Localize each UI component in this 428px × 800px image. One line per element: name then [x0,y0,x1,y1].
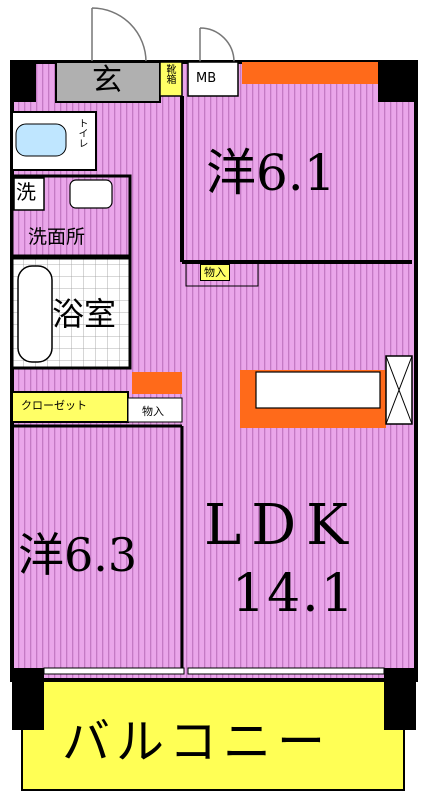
fridge-cross [385,355,413,425]
column-top-left [12,62,36,102]
western1-label: 洋6.1 [206,144,336,202]
sentaku-label: 洗 [16,180,36,204]
storage2-box [127,397,183,423]
senmen-label: 洗面所 [28,226,86,248]
western2-walls [12,424,184,668]
mb-door [199,27,235,63]
entrance-door [91,7,147,63]
bath-label: 浴室 [52,295,117,333]
ldk-size-label: 14.1 [232,564,356,624]
getabako-box [159,61,183,97]
storage2-label: 物入 [142,405,164,418]
sash-left [43,667,185,675]
western1-accent [242,62,378,84]
balcony-label: バルコニー [62,714,332,770]
mb-label: MB [196,71,217,86]
ldk-label: LDK [204,493,358,558]
storage2-accent [132,372,182,394]
getabako-label: 靴箱 [164,64,175,84]
sash-right [187,667,385,675]
storage1-door-box [185,261,259,287]
genkan-label: 玄 [92,63,122,98]
sink-fixture [69,179,113,209]
column-bottom-left [12,668,44,730]
toilet-fixture [15,123,67,157]
column-bottom-right [384,668,416,730]
genkan-area [55,61,161,103]
mb-box [187,61,239,97]
balcony-area [21,677,405,791]
sentaku-box [13,177,45,211]
storage1-label: 物入 [200,264,230,281]
kitchen-sink-top [255,371,381,409]
bathtub [17,265,53,363]
western2-label: 洋6.3 [18,528,138,582]
closet-label: クローゼット [21,399,87,412]
toilet-label: トイレ [76,118,87,148]
column-top-right [378,62,416,102]
